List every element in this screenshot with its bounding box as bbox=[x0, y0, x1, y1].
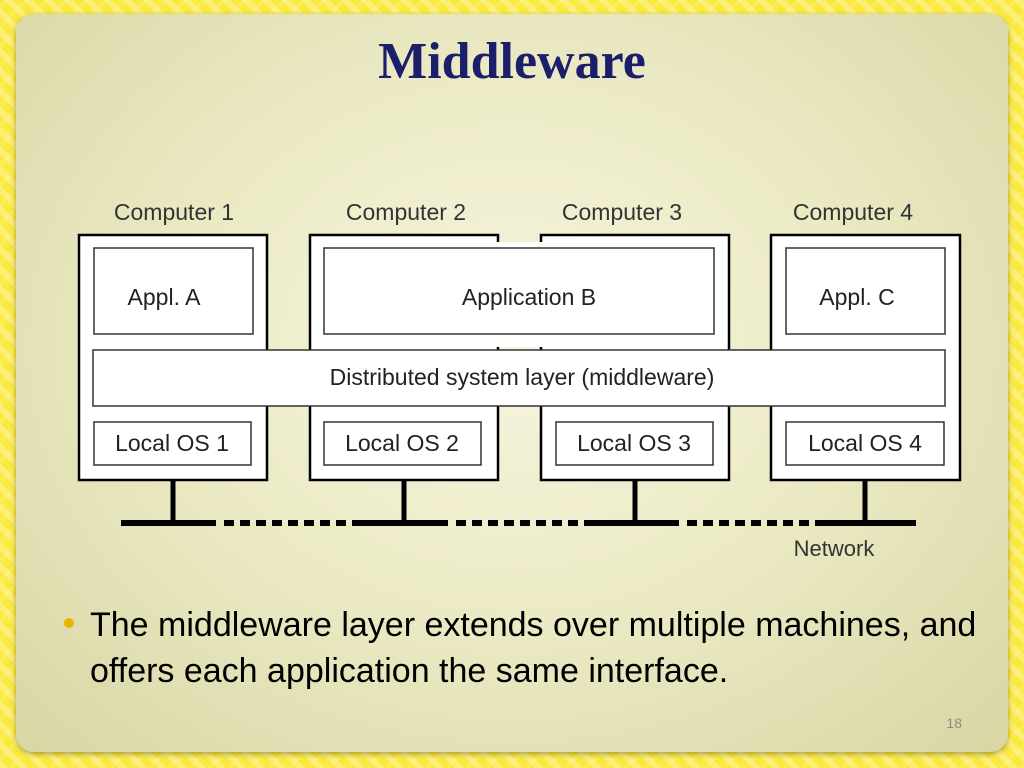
local-os-box-2 bbox=[323, 421, 482, 466]
local-os-box-1 bbox=[93, 421, 252, 466]
computer-label-1: Computer 1 bbox=[114, 199, 234, 225]
middleware-layer-label: Distributed system layer (middleware) bbox=[330, 364, 715, 390]
middleware-layer-box bbox=[92, 349, 946, 407]
application-box-c bbox=[785, 247, 946, 335]
local-os-box-4 bbox=[785, 421, 945, 466]
page-number: 18 bbox=[946, 715, 962, 731]
local-os-label-2: Local OS 2 bbox=[345, 430, 459, 456]
application-label-c: Appl. C bbox=[819, 284, 894, 310]
local-os-label-3: Local OS 3 bbox=[577, 430, 691, 456]
bullet-dot-icon bbox=[64, 618, 74, 628]
slide: Middleware Computer 1 Computer 2 Compute… bbox=[16, 14, 1008, 752]
middleware-diagram: Computer 1 Computer 2 Computer 3 Compute… bbox=[77, 199, 962, 561]
slide-title: Middleware bbox=[378, 33, 646, 90]
local-os-box-3 bbox=[555, 421, 714, 466]
computer-label-3: Computer 3 bbox=[562, 199, 682, 225]
application-box-b bbox=[323, 247, 715, 335]
network-label: Network bbox=[794, 536, 876, 561]
bullet-text: The middleware layer extends over multip… bbox=[90, 606, 977, 690]
application-label-a: Appl. A bbox=[128, 284, 202, 310]
computer-label-2: Computer 2 bbox=[346, 199, 466, 225]
application-label-b: Application B bbox=[462, 284, 596, 310]
local-os-label-1: Local OS 1 bbox=[115, 430, 229, 456]
computer-label-4: Computer 4 bbox=[793, 199, 913, 225]
local-os-label-4: Local OS 4 bbox=[808, 430, 922, 456]
application-box-a bbox=[93, 247, 254, 335]
